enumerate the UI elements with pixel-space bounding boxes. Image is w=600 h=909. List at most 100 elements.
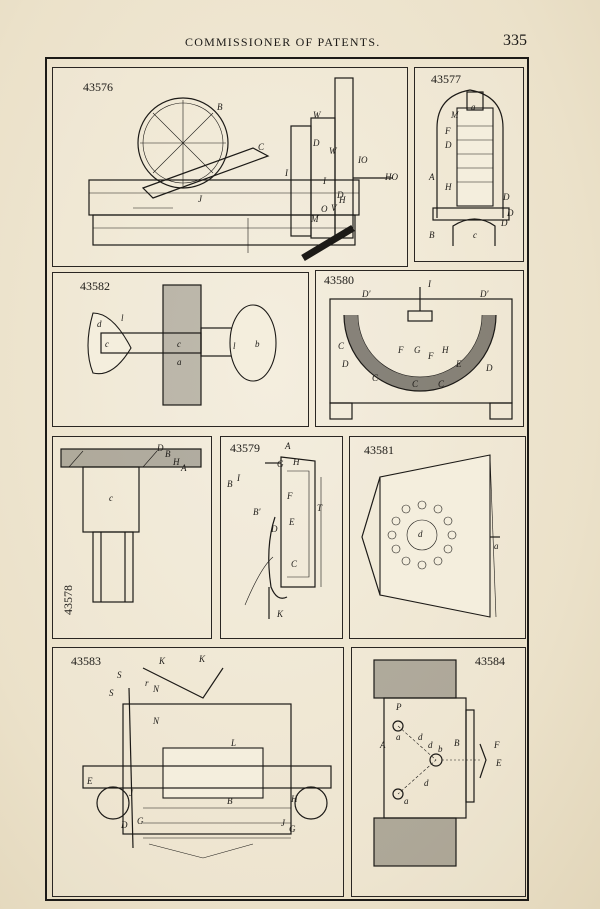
label-C: C <box>258 142 265 152</box>
figure-number: 43584 <box>475 654 505 668</box>
label-D: D <box>312 138 320 148</box>
figure-43582-drawing: d l c c a l b <box>87 284 277 406</box>
label-V: V <box>331 203 338 213</box>
label-F: F <box>444 126 451 136</box>
label-S: S <box>109 688 114 698</box>
figure-number: 43580 <box>324 273 354 287</box>
label-B-prime: B' <box>253 507 261 517</box>
label-I: I <box>427 279 432 289</box>
label-G: G <box>289 824 296 834</box>
label-I: I <box>322 176 327 186</box>
label-S: S <box>117 670 122 680</box>
label-J: J <box>129 788 134 798</box>
label-D-prime: D' <box>361 289 371 299</box>
label-c: c <box>109 493 113 503</box>
label-D: D <box>502 192 510 202</box>
label-M: M <box>450 110 459 120</box>
label-B: B <box>227 796 233 806</box>
figure-number: 43577 <box>431 72 461 86</box>
label-F: F <box>286 491 293 501</box>
label-a: a <box>396 732 401 742</box>
figure-43584-drawing: P a d d A b B F E d a <box>373 659 502 867</box>
label-d: d <box>418 732 423 742</box>
label-D: D <box>341 359 349 369</box>
figure-43583-drawing: K K S S N r N L E D G B J J G H <box>82 654 332 859</box>
label-W: W <box>329 146 338 156</box>
page-number: 335 <box>503 32 527 49</box>
label-G: G <box>137 816 144 826</box>
label-D: D <box>444 140 452 150</box>
running-head: COMMISSIONER OF PATENTS. <box>185 35 381 49</box>
label-E: E <box>455 359 462 369</box>
label-A: A <box>180 463 187 473</box>
label-C: C <box>338 341 345 351</box>
figure-43580-drawing: D' I D' C D F G F H E D C C C <box>329 279 513 420</box>
label-C: C <box>372 373 379 383</box>
figure-number: 43576 <box>83 80 113 94</box>
label-N: N <box>152 716 160 726</box>
label-l: l <box>121 313 124 323</box>
figure-43578: 43578 c D B H A <box>52 436 212 639</box>
label-D-prime: D' <box>479 289 489 299</box>
figure-number: 43583 <box>71 654 101 668</box>
label-l: l <box>233 341 236 351</box>
label-b: b <box>438 744 443 754</box>
figure-43584: 43584 P a d d A b B F E d a <box>351 647 526 897</box>
label-D: D <box>120 820 128 830</box>
label-B: B <box>165 449 171 459</box>
label-E: E <box>86 776 93 786</box>
label-r: r <box>145 678 149 688</box>
figure-43576: 43576 B C D D H HO IO I I J M V W <box>52 67 408 267</box>
label-M: M <box>310 214 319 224</box>
label-D: D <box>500 218 508 228</box>
label-a: a <box>494 541 499 551</box>
label-H: H <box>290 794 298 804</box>
label-I: I <box>284 168 289 178</box>
label-A: A <box>284 441 291 451</box>
figure-43580: 43580 D' I D' C D F G F H E D C C C <box>315 270 524 427</box>
label-J: J <box>281 818 286 828</box>
label-a: a <box>177 357 182 367</box>
label-K: K <box>158 656 166 666</box>
label-C: C <box>412 379 419 389</box>
label-F: F <box>427 351 434 361</box>
figure-43581: 43581 d a <box>349 436 526 639</box>
figure-43576-drawing: B C D D H HO IO I I J M V W W O <box>88 77 398 262</box>
label-F: F <box>397 345 404 355</box>
label-J: J <box>198 194 203 204</box>
figure-43579-drawing: A G H I B B' F E D C T K <box>227 441 323 619</box>
label-N: N <box>152 684 160 694</box>
label-a: a <box>471 102 476 112</box>
label-H: H <box>444 182 452 192</box>
label-c: c <box>177 339 181 349</box>
label-IO: IO <box>357 155 368 165</box>
label-E: E <box>288 517 295 527</box>
label-F: F <box>493 740 500 750</box>
label-D: D <box>336 190 344 200</box>
label-D: D <box>506 208 514 218</box>
figure-43579: 43579 A G H I B B' F E D C T K <box>220 436 343 639</box>
label-C: C <box>291 559 298 569</box>
label-A: A <box>379 740 386 750</box>
label-H: H <box>292 457 300 467</box>
figure-43581-drawing: d a <box>361 454 500 618</box>
label-a: a <box>404 796 409 806</box>
label-B: B <box>429 230 435 240</box>
label-c: c <box>105 339 109 349</box>
figure-43578-drawing: c D B H A <box>60 443 202 603</box>
label-c: c <box>473 230 477 240</box>
figure-43582: 43582 d l c c a l b <box>52 272 309 427</box>
label-d: d <box>418 529 423 539</box>
label-D: D <box>270 524 278 534</box>
label-T: T <box>317 503 323 513</box>
label-C: C <box>438 379 445 389</box>
label-H: H <box>441 345 449 355</box>
label-d: d <box>97 319 102 329</box>
figure-43577-drawing: a M F D A H D D B c D <box>428 89 514 246</box>
label-K: K <box>198 654 206 664</box>
label-E: E <box>495 758 502 768</box>
label-HO: HO <box>384 172 398 182</box>
label-H: H <box>338 195 346 205</box>
label-K: K <box>276 609 284 619</box>
